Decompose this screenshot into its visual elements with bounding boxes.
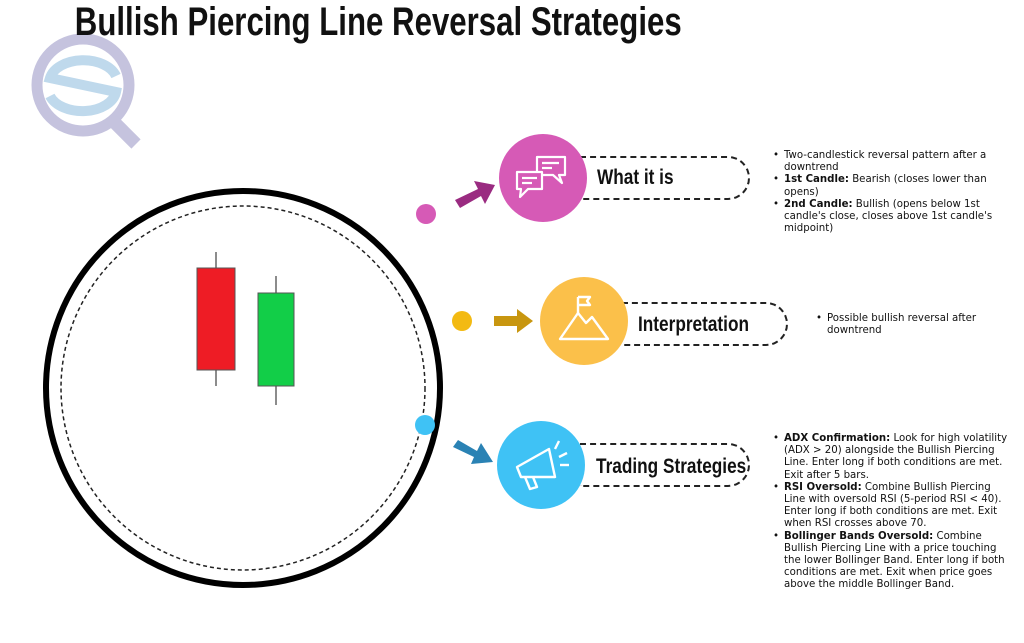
yellow-arrow bbox=[494, 309, 533, 333]
blue-dot bbox=[415, 415, 435, 435]
notes-what-it-is: Two-candlestick reversal pattern after a… bbox=[772, 150, 1014, 235]
outer-circle bbox=[43, 188, 443, 588]
section-pill-what-it-is bbox=[580, 156, 750, 200]
chat-bubbles-icon bbox=[499, 134, 587, 222]
notes-interpretation: Possible bullish reversal after downtren… bbox=[815, 313, 1007, 337]
section-label-what-it-is: What it is bbox=[597, 166, 674, 189]
yellow-dot bbox=[452, 311, 472, 331]
note-item: 1st Candle: Bearish (closes lower than o… bbox=[773, 174, 1014, 198]
blue-arrow bbox=[453, 440, 493, 464]
note-item: ADX Confirmation: Look for high volatili… bbox=[773, 433, 1014, 482]
note-item: Bollinger Bands Oversold: Combine Bullis… bbox=[773, 531, 1014, 592]
note-item: Two-candlestick reversal pattern after a… bbox=[773, 150, 1014, 174]
section-label-interpretation: Interpretation bbox=[638, 313, 749, 336]
section-pill-interpretation bbox=[622, 302, 788, 346]
pink-dot bbox=[416, 204, 436, 224]
mountain-flag-icon bbox=[540, 277, 628, 365]
logo-sq-icon bbox=[31, 33, 141, 149]
notes-trading-strategies: ADX Confirmation: Look for high volatili… bbox=[772, 433, 1014, 592]
note-item: Possible bullish reversal after downtren… bbox=[816, 313, 1007, 337]
section-label-trading-strategies: Trading Strategies bbox=[596, 455, 747, 478]
section-pill-trading-strategies bbox=[580, 443, 750, 487]
note-item: 2nd Candle: Bullish (opens below 1st can… bbox=[773, 199, 1014, 236]
pink-arrow bbox=[455, 181, 495, 208]
inner-dashed-circle bbox=[60, 205, 426, 571]
page-title: Bullish Piercing Line Reversal Strategie… bbox=[74, 0, 682, 44]
bullish-candle bbox=[257, 276, 295, 405]
bearish-candle bbox=[196, 252, 236, 386]
megaphone-icon bbox=[497, 421, 585, 509]
note-item: RSI Oversold: Combine Bullish Piercing L… bbox=[773, 482, 1014, 531]
